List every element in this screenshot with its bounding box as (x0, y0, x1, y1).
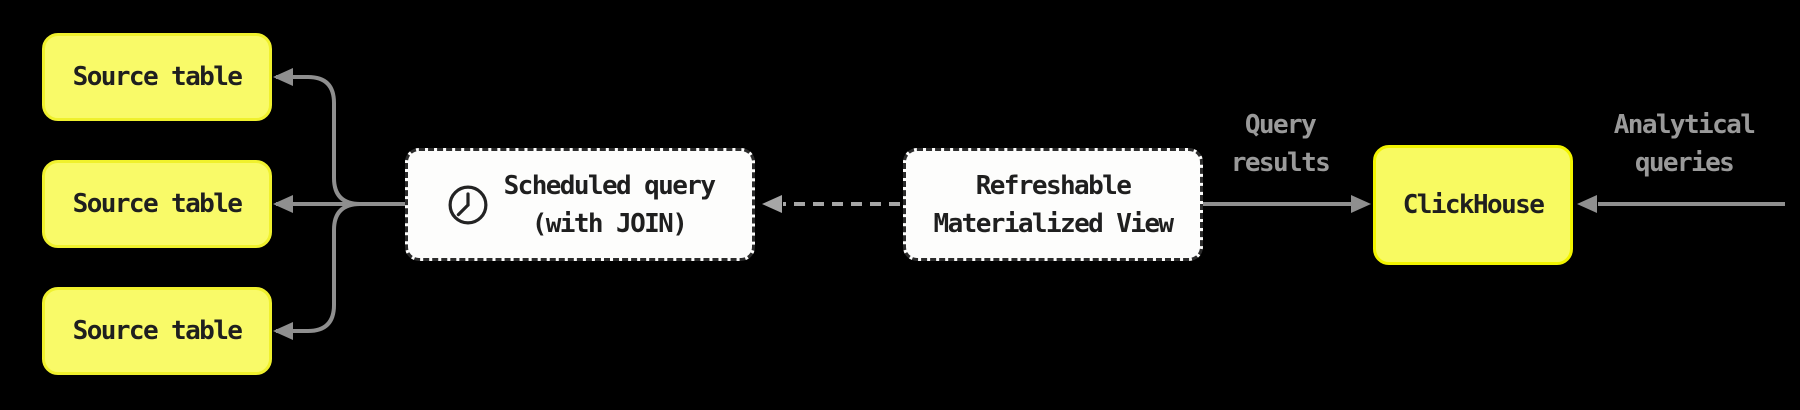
scheduled-query-box: Scheduled query (with JOIN) (405, 148, 755, 261)
arrowhead-source-3 (273, 322, 293, 340)
fork-arrow-group (276, 75, 405, 333)
source-table-label: Source table (72, 62, 243, 92)
clickhouse-box: ClickHouse (1373, 145, 1573, 265)
materialized-view-box: Refreshable Materialized View (903, 148, 1203, 261)
analytical-queries-line2: queries (1634, 148, 1735, 178)
analytical-queries-line1: Analytical (1613, 110, 1756, 140)
arrowhead-source-2 (273, 195, 293, 213)
source-table-box-1: Source table (42, 33, 272, 121)
source-table-label: Source table (72, 316, 243, 346)
source-table-box-3: Source table (42, 287, 272, 375)
clock-icon (448, 185, 488, 224)
materialized-view-label: Refreshable Materialized View (933, 167, 1175, 243)
fork-arrow-top-line (276, 75, 361, 206)
query-results-line2: results (1230, 148, 1331, 178)
arrowhead-refresh (762, 195, 782, 213)
scheduled-query-label: Scheduled query (with JOIN) (503, 167, 716, 243)
materialized-view-line1: Refreshable (975, 170, 1132, 201)
fork-arrowheads (273, 68, 293, 340)
materialized-view-line2: Materialized View (933, 208, 1175, 239)
clickhouse-label: ClickHouse (1402, 190, 1545, 220)
query-results-label: Query results (1170, 106, 1390, 182)
arrowhead-source-1 (273, 68, 293, 86)
analytical-queries-label: Analytical queries (1574, 106, 1794, 182)
source-table-box-2: Source table (42, 160, 272, 248)
scheduled-query-line2: (with JOIN) (531, 208, 688, 239)
arrowhead-query-results (1351, 195, 1371, 213)
query-results-line1: Query (1244, 110, 1317, 140)
arrowhead-analytical-queries (1577, 195, 1597, 213)
fork-arrow-bottom-line (276, 202, 361, 333)
scheduled-query-line1: Scheduled query (503, 170, 716, 201)
source-table-label: Source table (72, 189, 243, 219)
